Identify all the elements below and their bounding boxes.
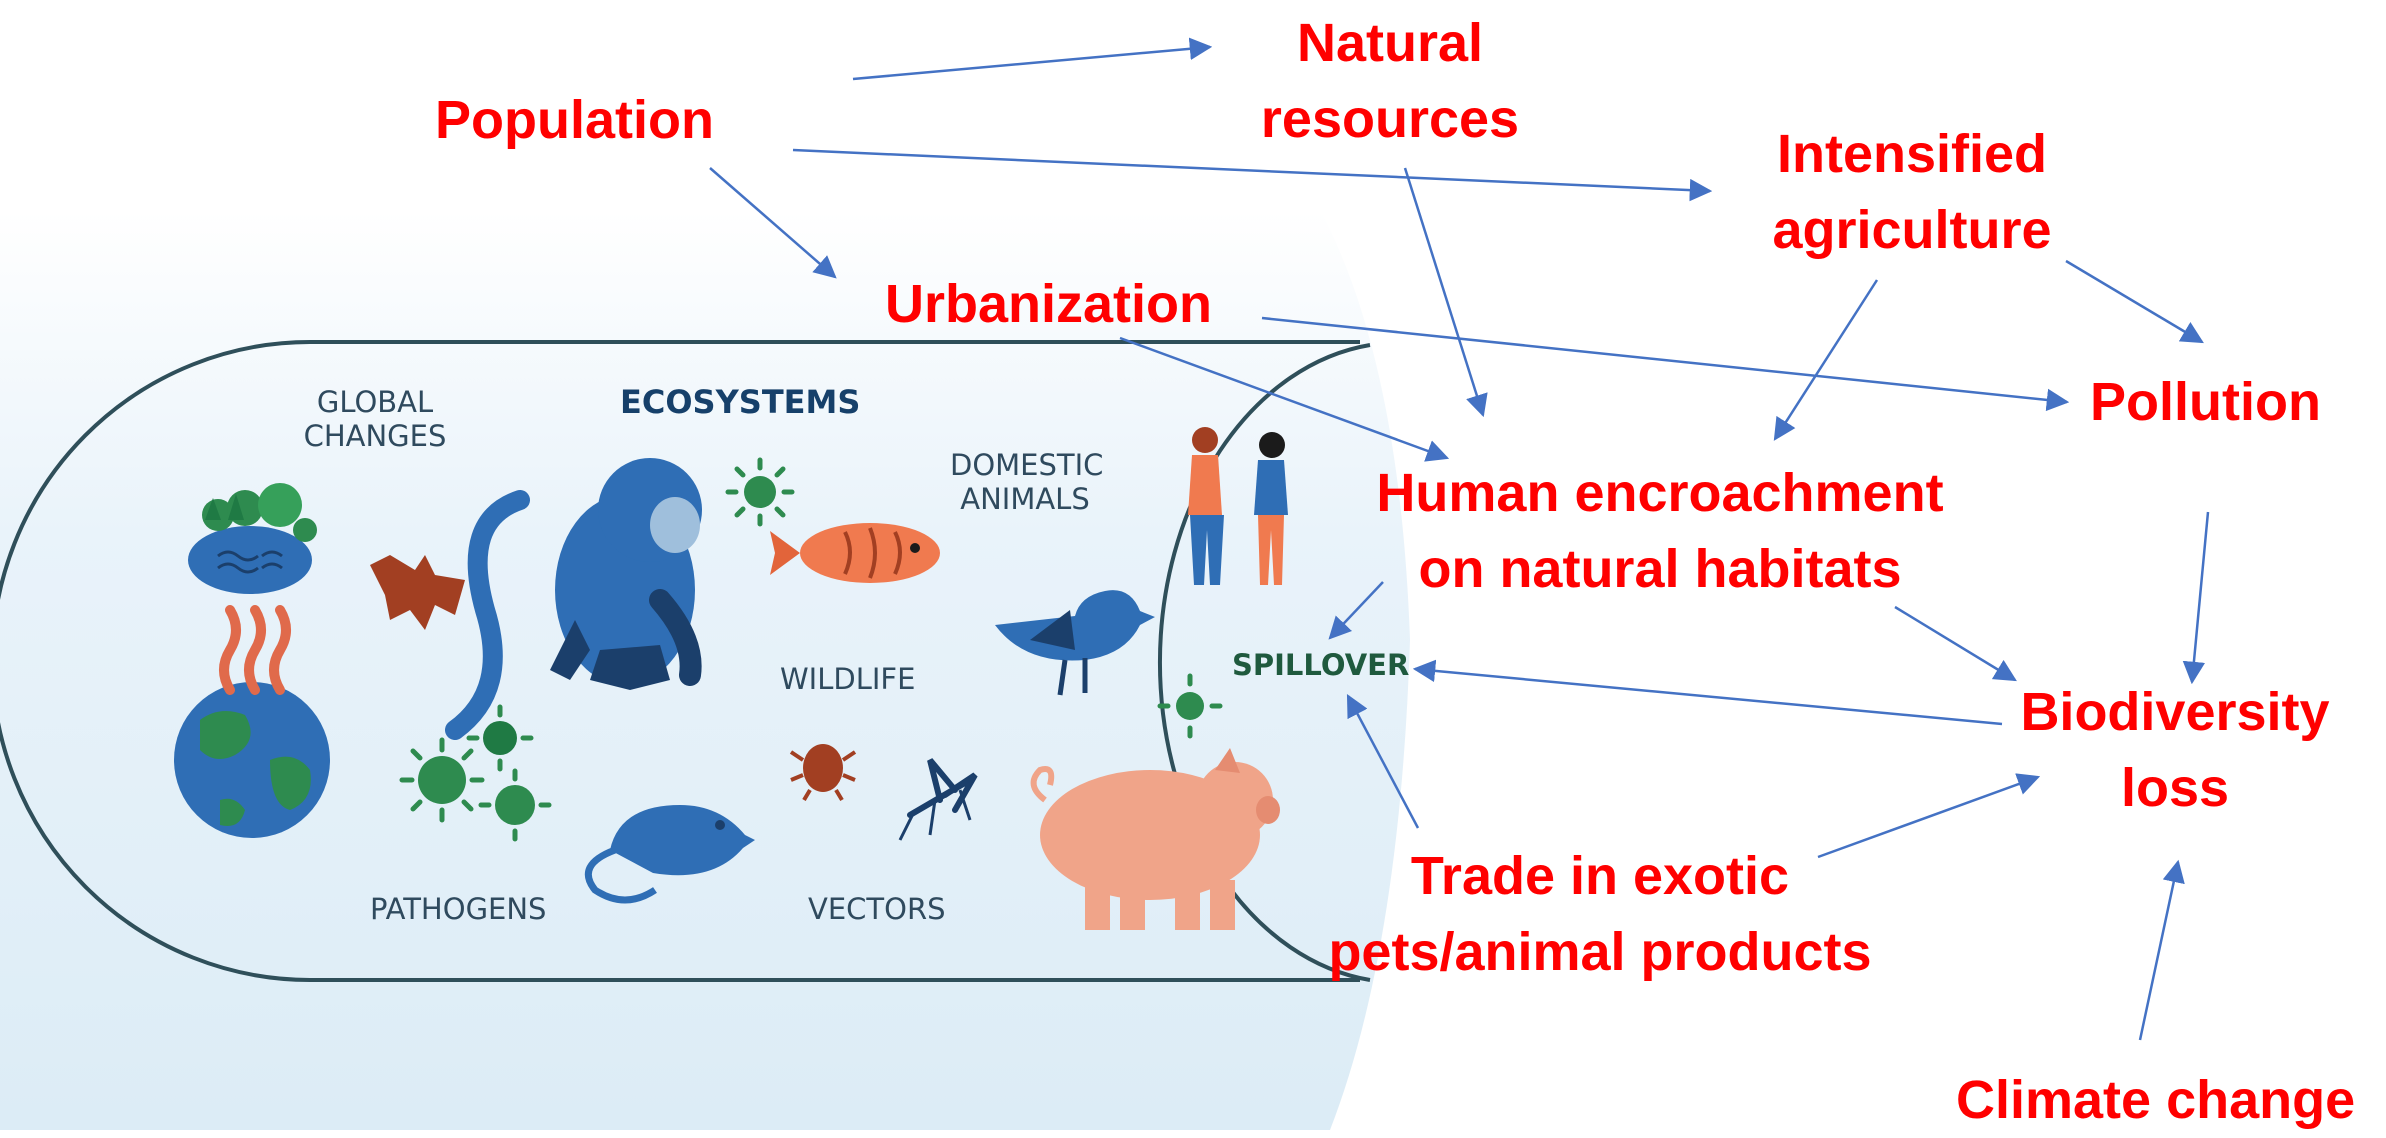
label-trade-exotic-pets: Trade in exotic pets/animal products [1310, 838, 1890, 990]
arrow-population-to-urbanization [709, 167, 837, 279]
people-icon [1188, 427, 1288, 585]
vectors-label: VECTORS [808, 892, 946, 926]
label-pollution: Pollution [2090, 372, 2321, 432]
rat-icon [584, 805, 755, 904]
spillover-label: SPILLOVER [1232, 648, 1410, 682]
global-changes-line-1: GLOBAL [316, 385, 434, 419]
label-urbanization: Urbanization [885, 274, 1213, 334]
ecosystems-title: ECOSYSTEMS [620, 383, 861, 421]
arrow-agriculture-to-encroachment [1773, 279, 1879, 441]
domestic-animals-line-1: DOMESTIC [950, 448, 1104, 482]
arrow-population-to-natural-resources [852, 37, 1213, 81]
global-changes-line-2: CHANGES [303, 419, 447, 453]
label-intensified-agriculture: Intensified agriculture [1752, 116, 2072, 268]
mosquito-icon [898, 758, 978, 841]
trees-lake-icon [188, 483, 317, 594]
global-changes-label: GLOBAL CHANGES [300, 385, 450, 453]
label-climate-change: Climate change [1956, 1070, 2356, 1130]
label-population: Population [435, 90, 714, 150]
tick-icon [789, 744, 857, 802]
label-biodiversity-loss-line-1: Biodiversity [2020, 682, 2330, 742]
pathogens-label: PATHOGENS [370, 892, 547, 926]
label-intensified-agriculture-line-2: agriculture [1772, 200, 2052, 260]
label-natural-resources-line-1: Natural [1296, 13, 1484, 73]
arrow-biodiversity-to-spillover [1412, 659, 2003, 726]
label-human-encroachment-line-2: on natural habitats [1418, 539, 1902, 599]
label-human-encroachment: Human encroachment on natural habitats [1360, 455, 1960, 607]
earth-heat-icon [174, 605, 330, 838]
arrow-trade-to-spillover [1346, 694, 1420, 829]
domestic-animals-line-2: ANIMALS [960, 482, 1090, 516]
arrow-pollution-to-biodiversity [2182, 511, 2210, 685]
label-intensified-agriculture-line-1: Intensified [1776, 124, 2048, 184]
wildlife-label: WILDLIFE [780, 662, 916, 696]
label-natural-resources: Natural resources [1240, 5, 1540, 157]
label-trade-line-1: Trade in exotic [1410, 846, 1790, 906]
arrow-climate-to-biodiversity [2138, 859, 2185, 1041]
monkey-icon [445, 458, 702, 740]
label-natural-resources-line-2: resources [1260, 89, 1520, 149]
arrow-encroachment-to-spillover [1328, 581, 1384, 640]
virus-icon [399, 457, 1223, 842]
label-biodiversity-loss-line-2: loss [2120, 758, 2230, 818]
label-biodiversity-loss: Biodiversity loss [2010, 674, 2340, 826]
arrow-population-to-intensified-agriculture [792, 148, 1713, 202]
bird-icon [995, 590, 1155, 696]
pig-icon [1030, 748, 1280, 930]
arrow-encroachment-to-biodiversity [1894, 605, 2017, 682]
fish-icon [770, 523, 940, 583]
arrow-trade-to-biodiversity [1817, 773, 2041, 859]
arrow-agriculture-to-pollution [2065, 259, 2204, 344]
label-human-encroachment-line-1: Human encroachment [1376, 463, 1944, 523]
ecosystem-capsule [0, 340, 1371, 982]
arrow-urbanization-to-pollution [1261, 316, 2070, 412]
arrow-natural-resources-to-encroachment [1403, 167, 1488, 418]
background-panel [0, 210, 2320, 1130]
arrow-urbanization-to-encroachment [1119, 336, 1450, 462]
bat-icon [370, 555, 465, 630]
label-trade-line-2: pets/animal products [1328, 922, 1872, 982]
domestic-animals-label: DOMESTIC ANIMALS [950, 448, 1104, 516]
